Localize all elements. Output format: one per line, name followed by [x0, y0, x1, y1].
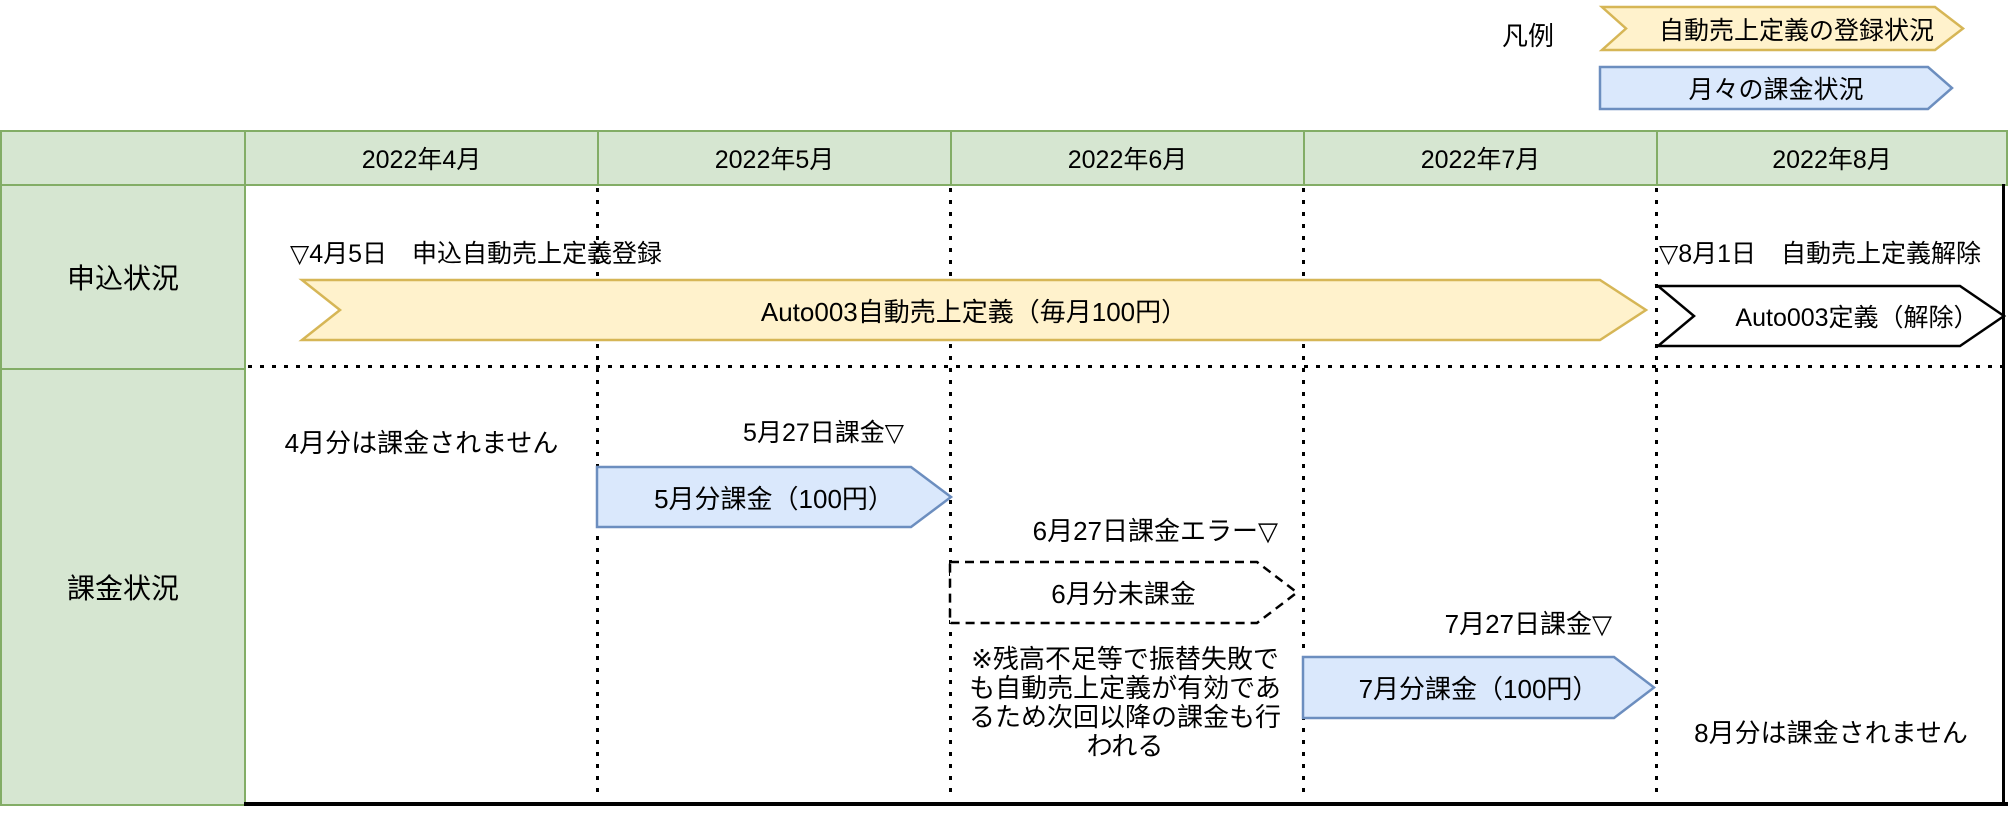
column-divider-june [948, 188, 952, 800]
registration-definition-arrow: Auto003自動売上定義（毎月100円） [298, 278, 1649, 342]
legend-title: 凡例 [1502, 21, 1555, 51]
july-charge-label: 7月分課金（100円） [1358, 674, 1599, 704]
header-corner-cell [0, 130, 246, 186]
legend-billing-arrow-shape [1598, 65, 1954, 111]
release-arrow: Auto003定義（解除） [1654, 284, 2007, 348]
month-header-2022-06: 2022年6月 [950, 130, 1305, 186]
month-header-2022-08: 2022年8月 [1656, 130, 2008, 186]
may-charge-arrow-shape [595, 465, 954, 529]
june-uncharged-label: 6月分未課金 [1051, 579, 1196, 609]
month-header-2022-04: 2022年4月 [244, 130, 599, 186]
column-divider-august [1654, 188, 1658, 800]
month-header-2022-05: 2022年5月 [597, 130, 952, 186]
legend-registration-arrow-shape [1598, 5, 1966, 52]
may-charge-label: 5月分課金（100円） [654, 483, 894, 514]
august-no-charge-note: 8月分は課金されません [1694, 718, 1968, 748]
june-uncharged-box: 6月分未課金 [948, 560, 1300, 625]
june-note: ※残高不足等で振替失敗で も自動売上定義が有効であ るため次回以降の課金も行 わ… [964, 645, 1286, 761]
july-charge-arrow: 7月分課金（100円） [1301, 655, 1657, 720]
table-right-border [2002, 184, 2005, 806]
column-divider-july [1301, 188, 1305, 800]
row-label-application: 申込状況 [0, 184, 246, 370]
june-error-marker: 6月27日課金エラー▽ [1032, 516, 1278, 546]
registration-marker: ▽4月5日 申込自動売上定義登録 [290, 240, 663, 268]
release-arrow-label: Auto003定義（解除） [1735, 304, 1979, 332]
registration-definition-arrow-shape [298, 278, 1649, 342]
june-note-line-3: るため次回以降の課金も行 [968, 702, 1281, 732]
april-no-charge-note: 4月分は課金されません [284, 428, 559, 458]
month-header-2022-07: 2022年7月 [1303, 130, 1658, 186]
july-charge-arrow-shape [1301, 655, 1657, 720]
june-uncharged-box-shape [948, 560, 1300, 625]
release-arrow-shape [1654, 284, 2007, 348]
may-charge-arrow: 5月分課金（100円） [595, 465, 954, 529]
may-charge-marker: 5月27日課金▽ [743, 419, 904, 447]
row-divider [248, 365, 2002, 368]
registration-definition-label: Auto003自動売上定義（毎月100円） [760, 296, 1188, 327]
june-note-line-4: われる [1086, 731, 1164, 761]
legend-registration-label: 自動売上定義の登録状況 [1658, 16, 1934, 45]
legend-registration-arrow: 自動売上定義の登録状況 [1598, 5, 1966, 52]
june-note-line-2: も自動売上定義が有効であ [969, 673, 1281, 703]
table-bottom-border [244, 802, 2008, 806]
release-marker: ▽8月1日 自動売上定義解除 [1659, 240, 1982, 268]
row-label-billing: 課金状況 [0, 368, 246, 806]
legend-billing-arrow: 月々の課金状況 [1598, 65, 1954, 111]
june-note-line-1: ※残高不足等で振替失敗で [971, 644, 1279, 674]
legend-billing-label: 月々の課金状況 [1688, 76, 1864, 104]
july-charge-marker: 7月27日課金▽ [1444, 609, 1612, 639]
